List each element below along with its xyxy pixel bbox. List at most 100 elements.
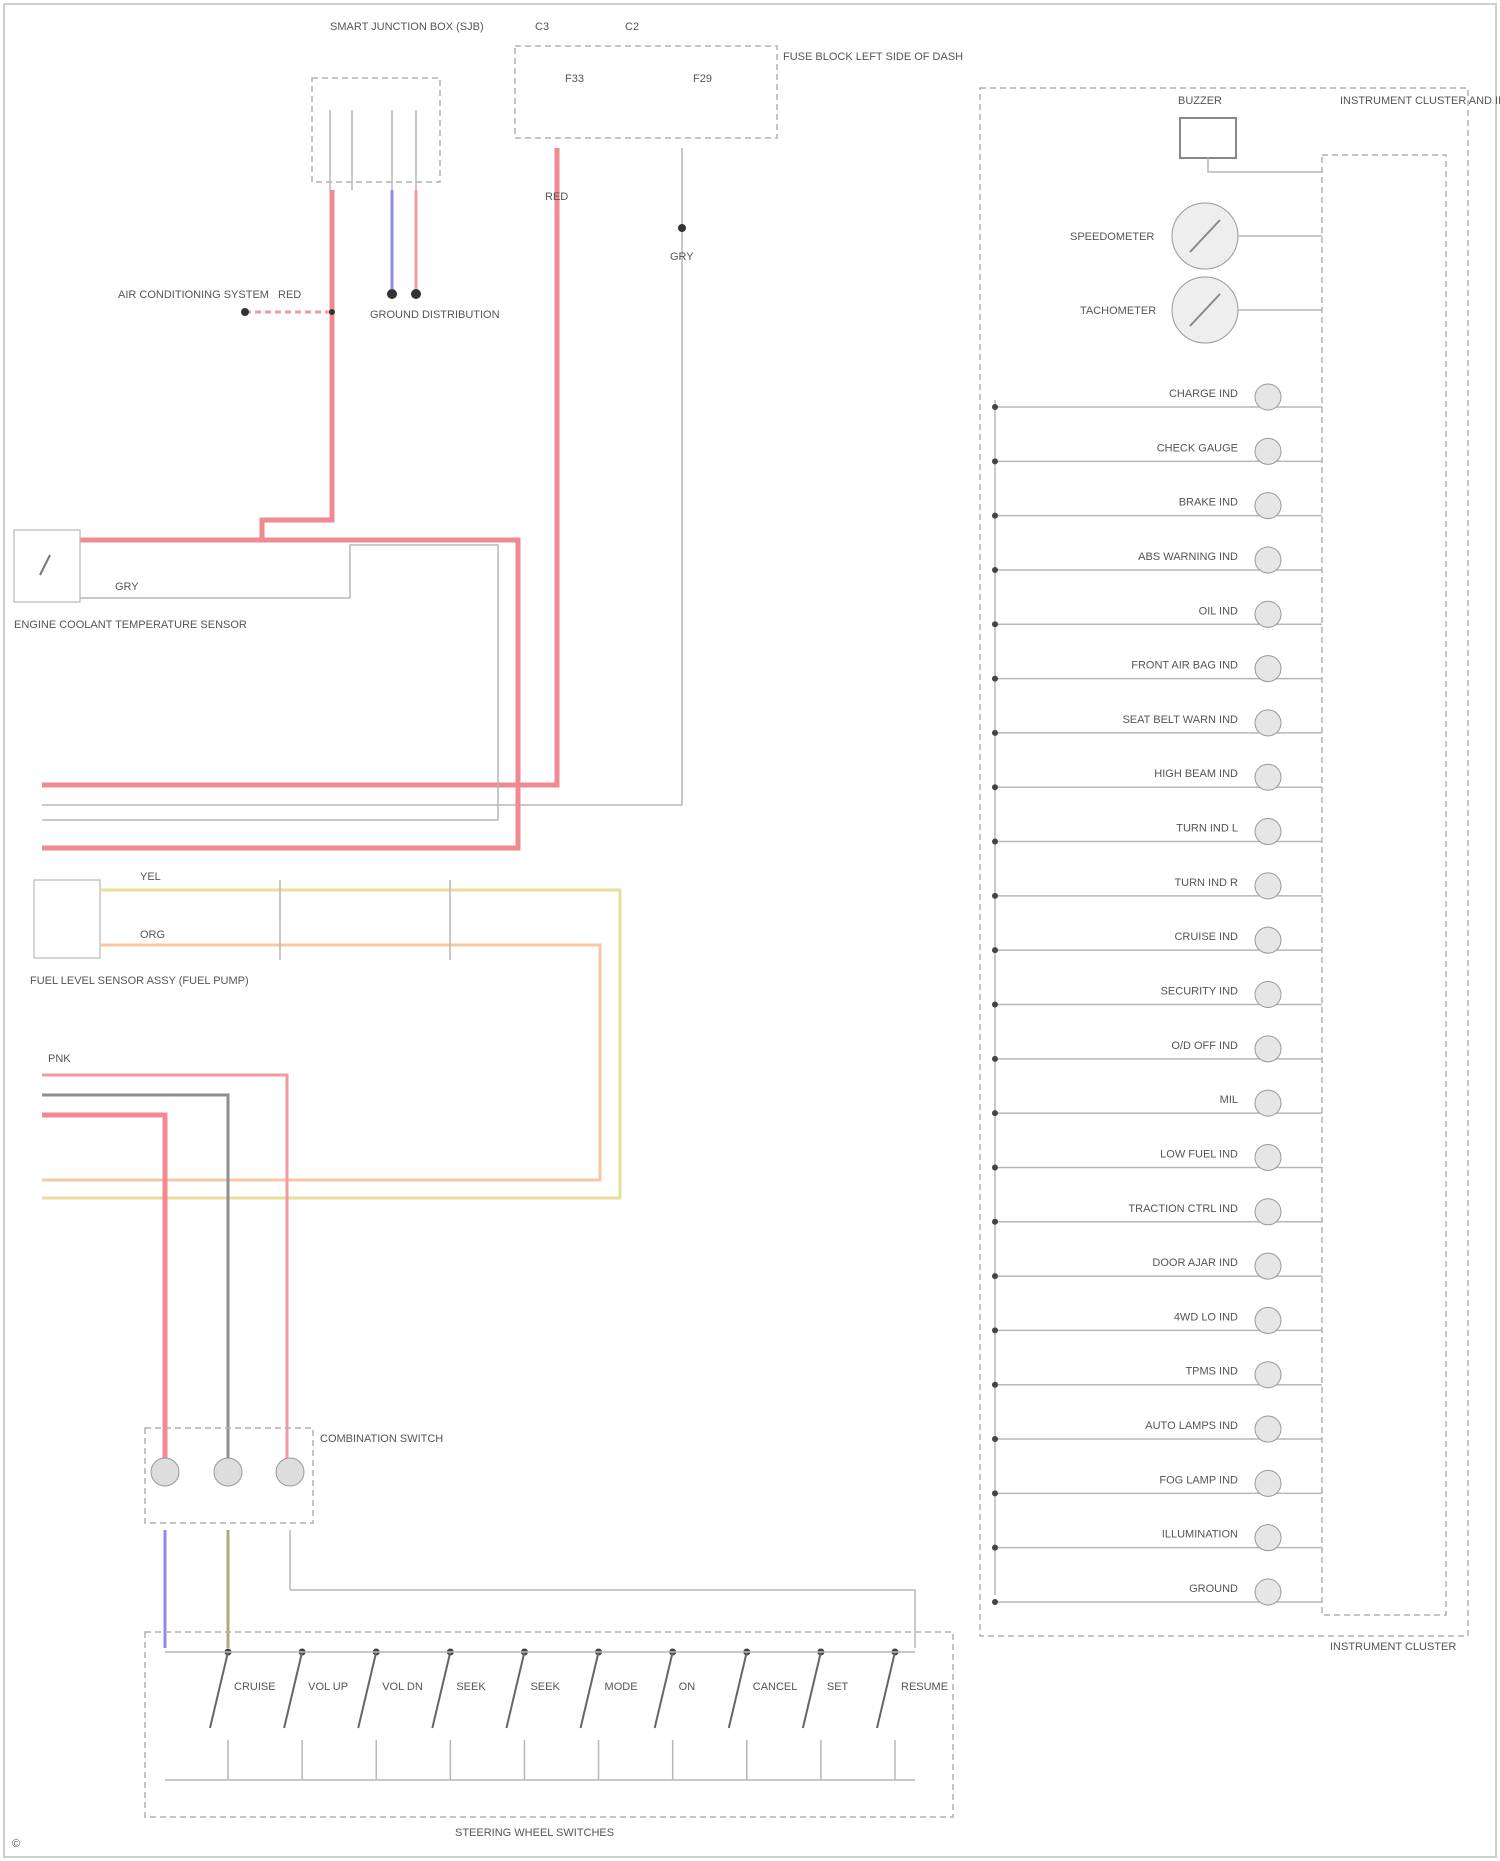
steering-switch-label: SEEK bbox=[530, 1681, 560, 1693]
indicator-row: DOOR AJAR IND bbox=[992, 1253, 1322, 1279]
coolant-sensor-label: ENGINE COOLANT TEMPERATURE SENSOR bbox=[14, 619, 247, 631]
wire-steering-link bbox=[290, 1590, 915, 1648]
steering-switch: MODE bbox=[581, 1649, 638, 1781]
indicator-row: ABS WARNING IND bbox=[992, 547, 1322, 573]
smart-junction-label: SMART JUNCTION BOX (SJB) bbox=[330, 21, 484, 33]
indicator-row: SECURITY IND bbox=[992, 982, 1322, 1008]
steering-switch-label: VOL UP bbox=[308, 1681, 348, 1693]
fuse-right-label: F29 bbox=[693, 73, 712, 85]
ac-wire-color: RED bbox=[278, 289, 301, 301]
coolant-sensor: ENGINE COOLANT TEMPERATURE SENSOR GRY bbox=[14, 530, 247, 631]
indicator-label: TURN IND R bbox=[1174, 877, 1238, 889]
steering-switch-label: CRUISE bbox=[234, 1681, 276, 1693]
indicator-label: BRAKE IND bbox=[1179, 497, 1238, 509]
indicator-splice-dot bbox=[992, 1219, 998, 1225]
steering-switch-label: VOL DN bbox=[382, 1681, 423, 1693]
indicator-splice-dot bbox=[992, 676, 998, 682]
indicator-splice-dot bbox=[992, 1164, 998, 1170]
indicator-lamp-icon bbox=[1255, 1307, 1281, 1333]
indicator-label: FRONT AIR BAG IND bbox=[1131, 660, 1238, 672]
coolant-sensor-wire: GRY bbox=[115, 581, 139, 593]
indicator-label: HIGH BEAM IND bbox=[1154, 768, 1238, 780]
indicator-lamp-icon bbox=[1255, 1253, 1281, 1279]
steering-switch: ON bbox=[655, 1649, 696, 1781]
indicator-splice-dot bbox=[992, 1545, 998, 1551]
steering-switch: SEEK bbox=[432, 1649, 486, 1781]
indicator-row: SEAT BELT WARN IND bbox=[992, 710, 1322, 736]
indicator-lamp-icon bbox=[1255, 547, 1281, 573]
indicator-splice-dot bbox=[992, 1273, 998, 1279]
indicator-label: ABS WARNING IND bbox=[1138, 551, 1238, 563]
indicator-splice-dot bbox=[992, 730, 998, 736]
indicator-lamp-icon bbox=[1255, 438, 1281, 464]
indicator-lamp-icon bbox=[1255, 1144, 1281, 1170]
indicator-row: TPMS IND bbox=[992, 1362, 1322, 1388]
indicator-lamp-icon bbox=[1255, 384, 1281, 410]
indicator-row: O/D OFF IND bbox=[992, 1036, 1322, 1062]
indicator-splice-dot bbox=[992, 1110, 998, 1116]
indicator-lamp-icon bbox=[1255, 982, 1281, 1008]
fuse-panel-label: FUSE BLOCK LEFT SIDE OF DASH bbox=[783, 51, 963, 63]
indicator-splice-dot bbox=[992, 404, 998, 410]
ground-label: GROUND DISTRIBUTION bbox=[370, 309, 500, 321]
indicator-row: TURN IND L bbox=[992, 819, 1322, 845]
indicator-lamp-icon bbox=[1255, 1199, 1281, 1225]
indicator-label: ILLUMINATION bbox=[1162, 1529, 1238, 1541]
wire-fuel-yellow bbox=[42, 890, 620, 1198]
indicator-label: SEAT BELT WARN IND bbox=[1122, 714, 1238, 726]
wire-red-fuse-feed bbox=[42, 148, 557, 785]
steering-switch-label: RESUME bbox=[901, 1681, 948, 1693]
combination-wire-pink: PNK bbox=[48, 1053, 71, 1065]
indicator-row: OIL IND bbox=[992, 601, 1322, 627]
indicator-splice-dot bbox=[992, 458, 998, 464]
indicator-lamp-icon bbox=[1255, 493, 1281, 519]
indicator-label: FOG LAMP IND bbox=[1159, 1474, 1238, 1486]
indicator-lamp-icon bbox=[1255, 1579, 1281, 1605]
indicator-label: DOOR AJAR IND bbox=[1152, 1257, 1238, 1269]
indicator-label: MIL bbox=[1220, 1094, 1238, 1106]
steering-switch-label: MODE bbox=[605, 1681, 638, 1693]
indicator-row: 4WD LO IND bbox=[992, 1307, 1322, 1333]
steering-switch: SET bbox=[803, 1649, 849, 1781]
indicator-splice-dot bbox=[992, 947, 998, 953]
fuse-pin-b: C2 bbox=[625, 21, 639, 33]
wire-gray-fuse-feed bbox=[42, 148, 682, 805]
indicator-row: TURN IND R bbox=[992, 873, 1322, 899]
indicator-splice-dot bbox=[992, 784, 998, 790]
indicator-splice-dot bbox=[992, 893, 998, 899]
indicator-lamp-icon bbox=[1255, 1036, 1281, 1062]
indicator-row: AUTO LAMPS IND bbox=[992, 1416, 1322, 1442]
indicator-label: CRUISE IND bbox=[1174, 931, 1238, 943]
smart-junction-box: SMART JUNCTION BOX (SJB) bbox=[312, 21, 484, 190]
combination-switch: COMBINATION SWITCH bbox=[145, 1428, 443, 1523]
indicator-splice-dot bbox=[992, 1002, 998, 1008]
speedometer-label: SPEEDOMETER bbox=[1070, 231, 1154, 243]
indicator-label: AUTO LAMPS IND bbox=[1145, 1420, 1238, 1432]
fuse-left-label: F33 bbox=[565, 73, 584, 85]
indicator-label: CHARGE IND bbox=[1169, 388, 1238, 400]
indicator-splice-dot bbox=[992, 1056, 998, 1062]
indicator-label: CHECK GAUGE bbox=[1157, 442, 1238, 454]
steering-switch-label: ON bbox=[679, 1681, 696, 1693]
indicator-label: TURN IND L bbox=[1176, 823, 1238, 835]
steering-panel-label: STEERING WHEEL SWITCHES bbox=[455, 1827, 614, 1839]
indicator-row: BRAKE IND bbox=[992, 493, 1322, 519]
indicator-list: CHARGE IND CHECK GAUGE BRAKE IND ABS WARNIN… bbox=[992, 384, 1322, 1605]
indicator-row: HIGH BEAM IND bbox=[992, 764, 1322, 790]
buzzer: BUZZER bbox=[1178, 95, 1322, 172]
fuel-wire-yellow: YEL bbox=[140, 871, 161, 883]
cluster-title: INSTRUMENT CLUSTER AND INFORMATION CENTE… bbox=[1340, 95, 1500, 107]
wire-combination-red bbox=[42, 1115, 165, 1470]
indicator-lamp-icon bbox=[1255, 819, 1281, 845]
steering-switch: CRUISE bbox=[210, 1649, 276, 1781]
fuse-panel: C3 C2 F33 F29 FUSE BLOCK LEFT SIDE OF DA… bbox=[515, 21, 963, 138]
indicator-lamp-icon bbox=[1255, 1470, 1281, 1496]
indicator-label: SECURITY IND bbox=[1161, 986, 1238, 998]
indicator-splice-dot bbox=[992, 621, 998, 627]
indicator-label: TRACTION CTRL IND bbox=[1128, 1203, 1238, 1215]
indicator-label: O/D OFF IND bbox=[1171, 1040, 1238, 1052]
indicator-lamp-icon bbox=[1255, 1525, 1281, 1551]
indicator-lamp-icon bbox=[1255, 656, 1281, 682]
indicator-row: CHECK GAUGE bbox=[992, 438, 1322, 464]
